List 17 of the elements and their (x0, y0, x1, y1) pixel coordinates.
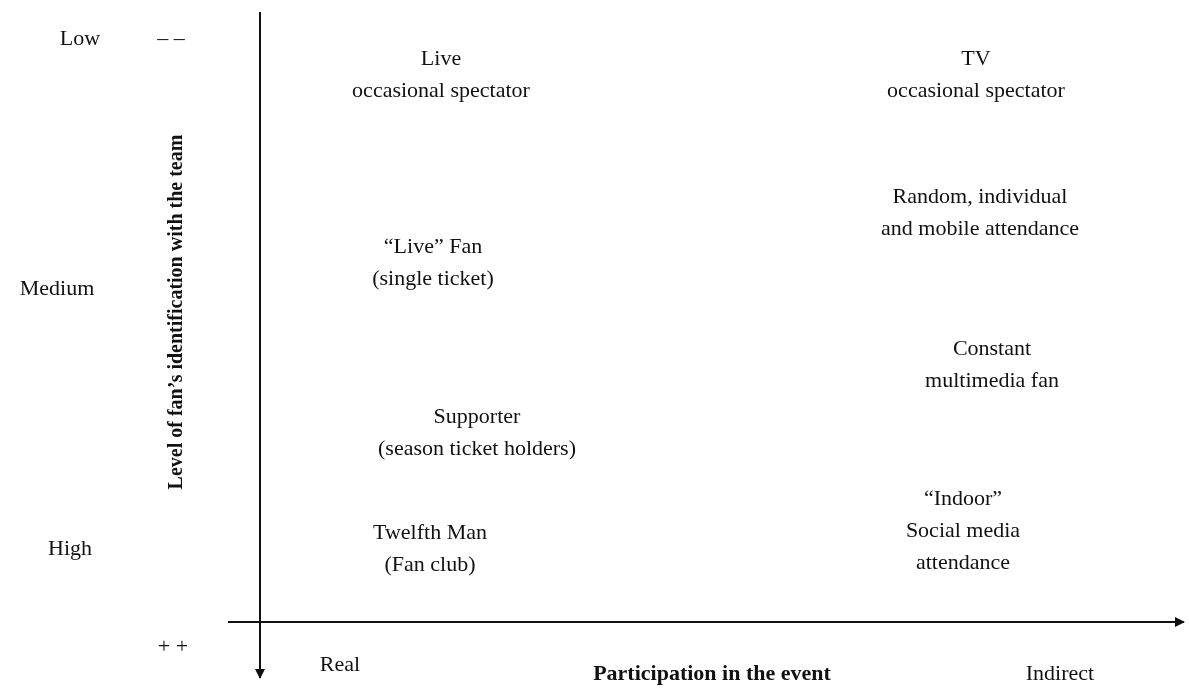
axis-tick-label: Real (319, 650, 361, 678)
category-label: Twelfth Man (Fan club) (373, 518, 487, 578)
axis-tick-label: High (48, 534, 92, 562)
category-label: “Indoor” Social media attendance (905, 484, 1021, 576)
axis-tick-label: Medium (19, 274, 95, 302)
axis-tick-label: + + (157, 632, 189, 660)
axis-tick-label: Low (59, 24, 101, 52)
axis-title: Level of fan’s identification with the team (163, 134, 187, 490)
category-label: Live occasional spectator (352, 44, 530, 104)
category-label: Constant multimedia fan (925, 334, 1059, 394)
category-label: TV occasional spectator (887, 44, 1065, 104)
axis-title: Participation in the event (593, 659, 831, 687)
category-label: Supporter (season ticket holders) (378, 402, 576, 462)
axis-tick-label: – – (157, 24, 185, 52)
category-label: Random, individual and mobile attendance (881, 182, 1079, 242)
axis-tick-label: Indirect (1025, 659, 1095, 687)
category-label: “Live” Fan (single ticket) (372, 232, 494, 292)
